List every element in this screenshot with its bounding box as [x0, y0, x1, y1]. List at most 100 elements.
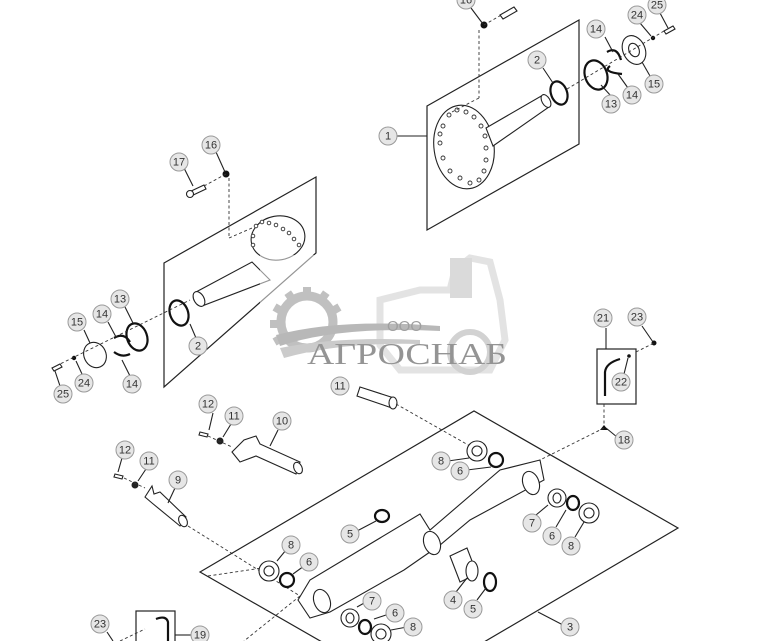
callout-5: 5: [463, 599, 483, 619]
axle-assembly-right: [397, 6, 676, 232]
callout-8: 8: [431, 451, 451, 471]
assembly-frame-left: [163, 175, 317, 389]
retainer-plate-15-left: [83, 341, 107, 369]
svg-text:9: 9: [175, 475, 181, 487]
svg-text:21: 21: [597, 313, 609, 325]
callout-9: 9: [168, 470, 188, 490]
callout-18: 18: [614, 430, 634, 450]
callout-6: 6: [542, 526, 562, 546]
svg-text:22: 22: [615, 377, 627, 389]
circlip-6-upper: [487, 451, 505, 469]
svg-text:18: 18: [618, 435, 630, 447]
svg-text:4: 4: [450, 595, 456, 607]
callout-8: 8: [281, 535, 301, 555]
svg-text:15: 15: [71, 317, 83, 329]
svg-text:7: 7: [529, 518, 535, 530]
hub-flange: [433, 104, 495, 190]
watermark-name: АГРОСНАБ: [307, 336, 507, 371]
svg-text:23: 23: [631, 312, 643, 324]
svg-text:24: 24: [78, 378, 90, 390]
combine-harvester-icon: [376, 254, 509, 375]
svg-text:16: 16: [460, 0, 472, 7]
svg-text:19: 19: [194, 630, 206, 641]
callout-4: 4: [443, 590, 463, 610]
callout-11: 11: [139, 451, 159, 471]
svg-text:14: 14: [590, 24, 602, 36]
svg-text:2: 2: [195, 341, 201, 353]
callout-24: 24: [627, 5, 647, 25]
seal-ring-2-left: [168, 299, 190, 327]
callout-11: 11: [330, 376, 350, 396]
callout-16: 16: [456, 0, 476, 10]
callout-8: 8: [561, 536, 581, 556]
callout-layer: 1223455666677888891011111112121313141414…: [53, 0, 667, 641]
svg-text:24: 24: [631, 10, 643, 22]
callout-13: 13: [601, 94, 621, 114]
callout-14: 14: [622, 85, 642, 105]
callout-5: 5: [340, 524, 360, 544]
callout-13: 13: [110, 289, 130, 309]
callout-8: 8: [403, 617, 423, 637]
callout-14: 14: [92, 304, 112, 324]
callout-23: 23: [627, 307, 647, 327]
svg-text:13: 13: [114, 294, 126, 306]
callout-11: 11: [224, 406, 244, 426]
callout-1: 1: [378, 126, 398, 146]
callout-3: 3: [560, 617, 580, 637]
pin-11-upper: [356, 386, 395, 409]
svg-text:25: 25: [651, 0, 663, 12]
callout-6: 6: [385, 603, 405, 623]
callout-6: 6: [299, 552, 319, 572]
callout-14: 14: [586, 19, 606, 39]
callout-6: 6: [450, 461, 470, 481]
svg-text:5: 5: [347, 529, 353, 541]
svg-text:14: 14: [126, 379, 138, 391]
svg-text:15: 15: [648, 79, 660, 91]
pins-group: [113, 386, 471, 597]
watermark-prefix: ООО: [387, 318, 422, 335]
svg-text:16: 16: [205, 140, 217, 152]
flange-bolt-holes: [437, 107, 489, 186]
circlip-6-bottom: [357, 618, 373, 636]
callout-25: 25: [647, 0, 667, 15]
half-ring-14-bottom: [606, 65, 623, 76]
svg-text:25: 25: [57, 389, 69, 401]
grease-fitting-assembly-upper: [519, 325, 657, 471]
svg-text:6: 6: [392, 608, 398, 620]
svg-text:14: 14: [96, 309, 108, 321]
svg-text:14: 14: [626, 90, 638, 102]
callout-7: 7: [522, 513, 542, 533]
svg-text:12: 12: [119, 445, 131, 457]
circlip-6-left: [278, 571, 296, 589]
svg-text:11: 11: [143, 456, 154, 468]
callout-2: 2: [527, 50, 547, 70]
svg-text:3: 3: [567, 622, 573, 634]
svg-text:8: 8: [438, 456, 444, 468]
svg-text:8: 8: [288, 540, 294, 552]
svg-text:11: 11: [334, 381, 345, 393]
arm-assembly: [198, 410, 680, 641]
svg-text:6: 6: [549, 531, 555, 543]
arm-frame: [198, 410, 680, 641]
svg-text:13: 13: [605, 99, 617, 111]
callout-7: 7: [362, 591, 382, 611]
pin-10: [231, 435, 301, 475]
flange-bolt-holes-left: [250, 219, 302, 248]
callout-24: 24: [74, 373, 94, 393]
callout-15: 15: [644, 74, 664, 94]
seal-ring-2: [549, 80, 569, 106]
circlip-6-right: [565, 494, 581, 512]
callout-21: 21: [593, 308, 613, 328]
svg-text:8: 8: [568, 541, 574, 553]
assembly-frame-right: [426, 18, 580, 232]
svg-text:6: 6: [306, 557, 312, 569]
svg-text:11: 11: [228, 411, 239, 423]
callout-19: 19: [190, 625, 210, 641]
svg-text:2: 2: [534, 55, 540, 67]
svg-text:7: 7: [369, 596, 375, 608]
seal-13: [583, 59, 609, 91]
ring-5-upper: [373, 508, 391, 524]
svg-text:10: 10: [276, 416, 288, 428]
svg-text:17: 17: [173, 157, 185, 169]
